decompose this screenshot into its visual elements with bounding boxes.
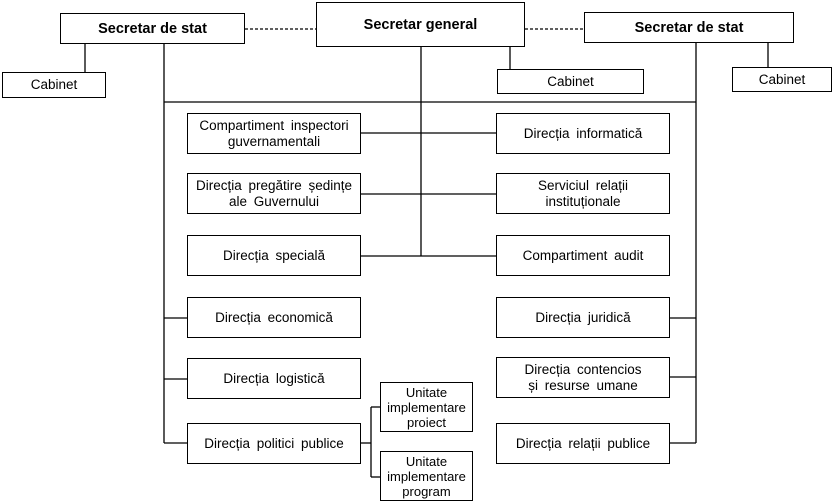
directia-logistica-box: Direcția logistică (187, 358, 361, 399)
secretar-stat-right-label: Secretar de stat (634, 19, 744, 36)
cabinet-right-box: Cabinet (732, 67, 832, 92)
secretar-stat-left-label: Secretar de stat (98, 20, 207, 37)
secretar-stat-right-box: Secretar de stat (584, 12, 794, 43)
serviciul-relatii-box: Serviciul relații instituționale (496, 173, 670, 214)
directia-politici-box: Direcția politici publice (187, 423, 361, 464)
cabinet-left-label: Cabinet (30, 77, 78, 92)
unitate-proiect-label: Unitate implementare proiect (387, 384, 466, 430)
directia-juridica-label: Direcția juridică (535, 309, 631, 325)
secretar-stat-left-box: Secretar de stat (60, 13, 245, 44)
directia-relatii-publice-box: Direcția relații publice (496, 423, 670, 464)
directia-economica-box: Direcția economică (187, 297, 361, 338)
compartiment-inspectori-box: Compartiment inspectori guvernamentali (187, 113, 361, 154)
compartiment-audit-label: Compartiment audit (522, 247, 644, 263)
cabinet-right-label: Cabinet (758, 71, 806, 87)
directia-contencios-label: Direcția contencios și resurse umane (524, 361, 642, 393)
secretar-general-label: Secretar general (363, 16, 478, 33)
directia-contencios-box: Direcția contencios și resurse umane (496, 357, 670, 398)
unitate-program-box: Unitate implementare program (380, 451, 473, 501)
compartiment-inspectori-label: Compartiment inspectori guvernamentali (199, 117, 349, 149)
directia-pregatire-box: Direcția pregătire ședințe ale Guvernulu… (187, 173, 361, 214)
serviciul-relatii-label: Serviciul relații instituționale (537, 177, 629, 209)
cabinet-left-box: Cabinet (2, 72, 106, 98)
directia-speciala-box: Direcția specială (187, 235, 361, 276)
unitate-program-label: Unitate implementare program (387, 453, 466, 499)
directia-pregatire-label: Direcția pregătire ședințe ale Guvernulu… (195, 177, 353, 209)
secretar-general-box: Secretar general (316, 2, 525, 47)
directia-economica-label: Direcția economică (215, 309, 333, 325)
directia-informatica-box: Direcția informatică (496, 113, 670, 154)
compartiment-audit-box: Compartiment audit (496, 235, 670, 276)
directia-politici-label: Direcția politici publice (204, 435, 344, 451)
directia-speciala-label: Direcția specială (222, 247, 326, 263)
directia-relatii-publice-label: Direcția relații publice (515, 435, 651, 451)
unitate-proiect-box: Unitate implementare proiect (380, 382, 473, 432)
cabinet-center-label: Cabinet (547, 73, 594, 89)
directia-juridica-box: Direcția juridică (496, 297, 670, 338)
directia-informatica-label: Direcția informatică (523, 125, 643, 141)
cabinet-center-box: Cabinet (497, 69, 644, 94)
directia-logistica-label: Direcția logistică (223, 370, 325, 386)
